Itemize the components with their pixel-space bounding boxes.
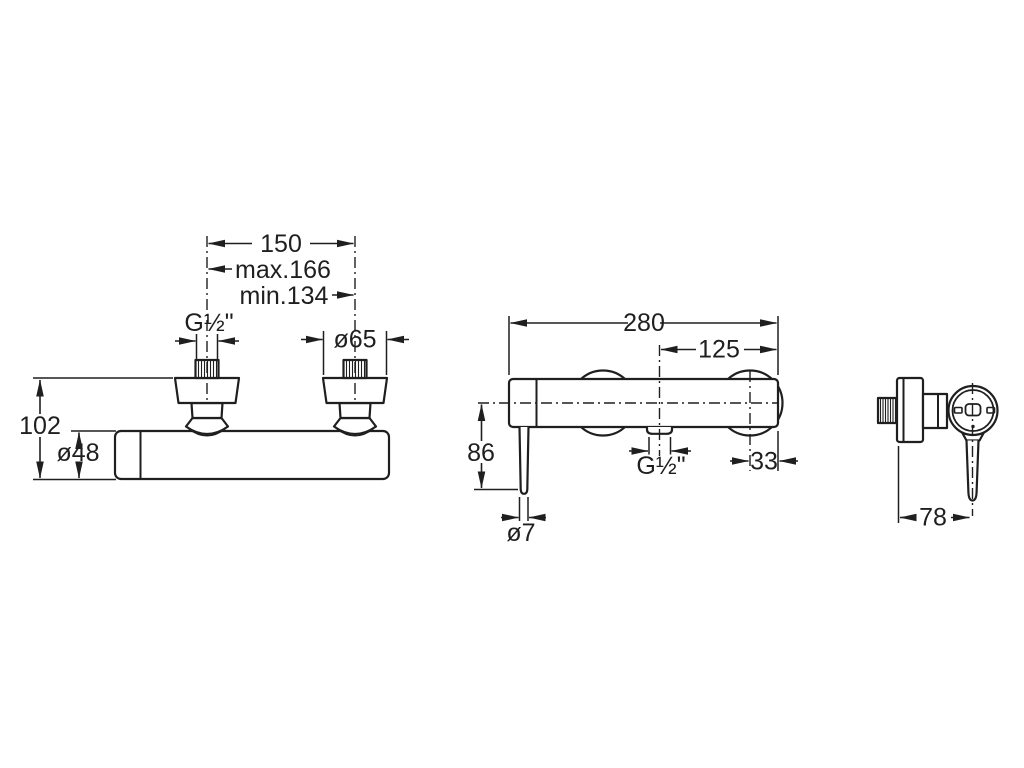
wall-escutcheon-side [895,376,925,444]
dim-lever-diameter: ø7 [501,497,546,547]
dim-center-to-end: 33 [730,431,798,476]
dim-outlet-thread: G½" [629,437,691,480]
cap-detail-right [986,406,996,414]
dim-overall-width: 280 [508,309,779,375]
dim-body-diameter: ø48 [56,430,116,479]
label-lever-drop: 86 [467,439,495,467]
label-min-distance: min.134 [240,282,329,310]
dim-min-distance: min.134 [240,282,354,310]
label-body-diameter: ø48 [56,439,99,467]
label-outlet-thread: G½" [636,452,685,480]
cap-detail-left [953,406,963,414]
body-connector-side [921,392,949,430]
label-outlet-to-end: 125 [698,336,740,364]
dim-overall-height: 102 [19,377,173,481]
dim-inlet-thread: G½" [175,309,239,359]
side-view: 78 [876,376,999,532]
dim-depth: 78 [897,446,970,532]
label-max-distance: max.166 [235,256,331,284]
label-escutcheon-diameter: ø65 [333,326,376,354]
label-lever-diameter: ø7 [506,519,535,547]
dim-lever-drop: 86 [467,404,518,491]
dim-outlet-to-end: 125 [660,336,777,364]
label-overall-height: 102 [19,412,61,440]
label-depth: 78 [919,504,947,532]
front-view: 150 max.166 min.134 G½" ø65 [19,230,409,481]
label-inlet-thread: G½" [184,309,233,337]
label-center-to-end: 33 [750,448,778,476]
dim-max-distance: max.166 [208,256,331,284]
dim-escutcheon-diameter: ø65 [301,326,409,375]
mixer-body-front [113,429,391,481]
dim-center-distance: 150 [208,230,354,258]
label-center-distance: 150 [260,230,302,258]
label-overall-width: 280 [623,309,665,337]
lever-handle-elevation [518,426,530,495]
elevation-view: 280 125 86 G½" 33 [467,309,798,547]
